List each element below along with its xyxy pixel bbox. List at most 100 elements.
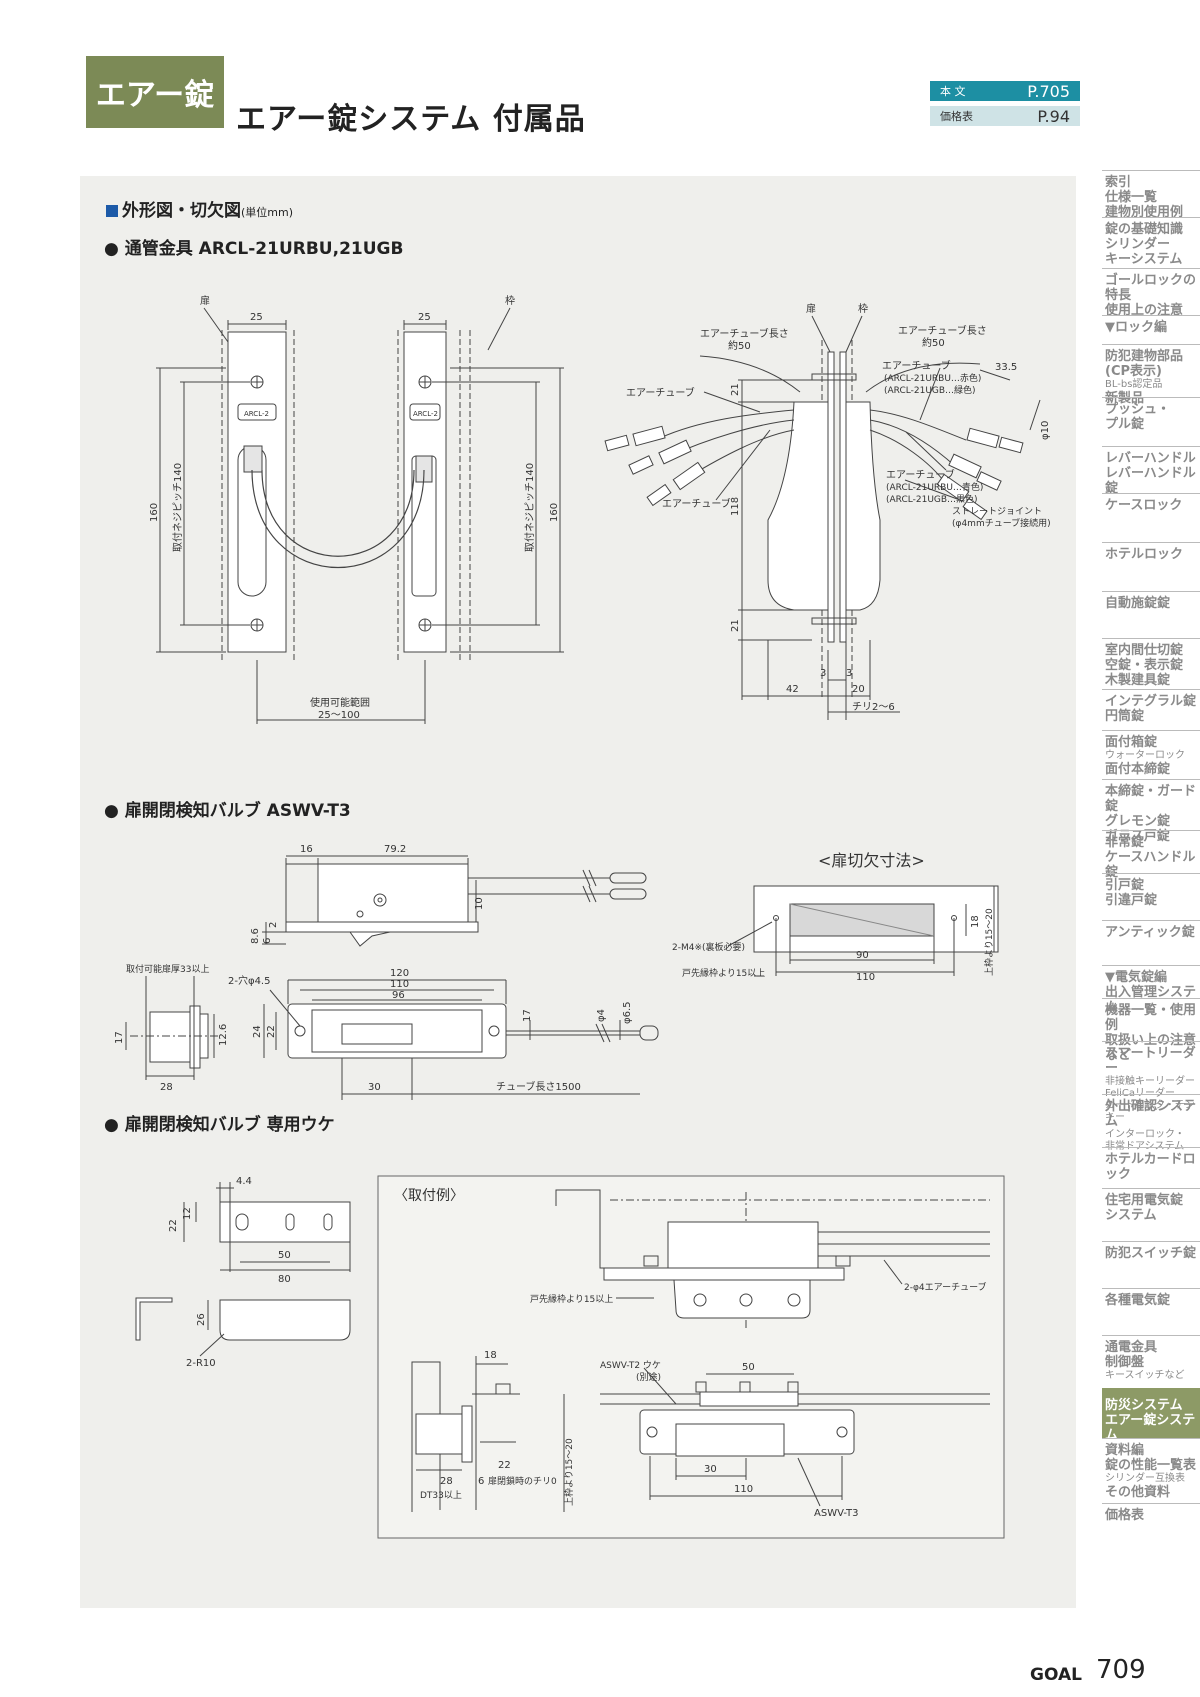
page-title: エアー錠システム 付属品 [236, 102, 586, 137]
dim-80: 80 [278, 1274, 291, 1285]
dim-21: 21 [730, 383, 741, 396]
tube-length-label: チューブ長さ1500 [496, 1080, 581, 1093]
dim-12-6: 12.6 [218, 1024, 229, 1046]
sidebar-item[interactable]: 各種電気錠 [1102, 1288, 1200, 1335]
sidebar-item-label: 非常ドアシステム [1105, 1141, 1185, 1152]
sidebar-item-label: レバーハンドル [1105, 451, 1196, 466]
sidebar-item-label: 自動施錠錠 [1105, 596, 1171, 611]
dim-28: 28 [440, 1476, 453, 1487]
sidebar-item-label: 機器一覧・使用例 [1105, 1003, 1197, 1033]
sidebar-item-label: シリンダー [1105, 237, 1171, 252]
sidebar-item[interactable]: 防災システムエアー錠システム [1102, 1388, 1200, 1443]
sidebar-item[interactable]: 資料編錠の性能一覧表シリンダー互換表その他資料 [1102, 1438, 1200, 1503]
ref-page: P.94 [1037, 106, 1070, 126]
dim-10: 10 [474, 897, 485, 910]
ref-key: 本 文 [930, 81, 1020, 101]
arcl-front-view [156, 307, 564, 724]
sidebar-item[interactable]: ケースロック [1102, 493, 1200, 542]
sidebar-item-label: ホテルロック [1105, 547, 1184, 562]
sidebar-item[interactable]: ホテルロック [1102, 542, 1200, 591]
dim-25: 25 [418, 312, 431, 323]
sidebar-item-label: その他資料 [1105, 1485, 1171, 1500]
dim-phi4: φ4 [596, 1009, 607, 1022]
mount-thickness-label: 取付可能扉厚33以上 [126, 963, 209, 975]
edge-distance-label: 戸先縁枠より15以上 [530, 1293, 613, 1305]
sidebar-item-label: 外出確認システム [1105, 1099, 1197, 1129]
dim-24: 24 [252, 1025, 263, 1038]
dim-30: 30 [704, 1464, 717, 1475]
dim-120: 120 [390, 968, 409, 979]
sidebar-item[interactable]: 非常錠ケースハンドル錠 [1102, 830, 1200, 880]
dim-33-5: 33.5 [995, 362, 1017, 373]
dim-3: 3 [846, 668, 852, 679]
cutout-title: <扉切欠寸法> [818, 851, 925, 870]
sidebar-item-label: 錠の基礎知識 [1105, 222, 1184, 237]
sidebar-item-label: システム [1105, 1208, 1157, 1223]
sidebar-item[interactable]: 通電金具制御盤キースイッチなど [1102, 1335, 1200, 1388]
edge-distance-label: 戸先縁枠より15以上 [682, 967, 765, 979]
sidebar-item[interactable]: アンティック錠 [1102, 920, 1200, 965]
sidebar-item-label: ケースロック [1105, 498, 1183, 513]
dim-110: 110 [390, 979, 409, 990]
sidebar-item[interactable]: 面付箱錠ウォーターロック面付本締錠 [1102, 730, 1200, 779]
sidebar-item[interactable]: ▼電気錠編出入管理システム [1102, 965, 1200, 1015]
sidebar-item-label: 索引 [1105, 175, 1132, 190]
sidebar-item-label: 資料編 [1105, 1443, 1145, 1458]
sidebar-item[interactable]: 機器一覧・使用例取扱い上の注意など [1102, 998, 1200, 1063]
model-plate-text: ARCL-2 [413, 410, 438, 418]
dim-110: 110 [856, 972, 875, 983]
sidebar-item-label: ゴールロックの特長 [1105, 273, 1197, 303]
sidebar-item[interactable]: ホテルカードロック [1102, 1147, 1200, 1188]
dim-26: 26 [196, 1313, 207, 1326]
ref-page: P.705 [1020, 81, 1080, 101]
dim-96: 96 [392, 990, 405, 1001]
straight-joint-label: ストレートジョイント [952, 507, 1042, 517]
ref-main-text[interactable]: 本 文 P.705 [930, 81, 1080, 101]
sidebar-item-label: 本締錠・ガード錠 [1105, 784, 1197, 814]
sidebar-item-label: 仕様一覧 [1105, 190, 1158, 205]
example-title: 〈取付例〉 [394, 1188, 464, 1204]
sidebar-item[interactable]: インテグラル錠円筒錠 [1102, 689, 1200, 730]
sidebar-item[interactable]: 錠の基礎知識シリンダーキーシステム [1102, 217, 1200, 268]
sidebar-item[interactable]: 引戸錠引違戸錠 [1102, 873, 1200, 920]
sidebar-item[interactable]: 本締錠・ガード錠グレモン錠ガラス戸錠 [1102, 779, 1200, 844]
dim-28: 28 [160, 1082, 173, 1093]
label-door: 扉 [806, 302, 816, 315]
sidebar-item-label: プッシュ・ [1105, 402, 1171, 417]
air-tube-color-black: (ARCL-21UGB…黒色) [886, 493, 978, 505]
page-number: 709 [1096, 1655, 1146, 1685]
sidebar-item-label: シリンダー互換表 [1105, 1473, 1185, 1484]
dim-17: 17 [522, 1009, 533, 1022]
m4-label: 2-M4※(裏板必要) [672, 941, 745, 953]
sidebar-item-label: 各種電気錠 [1105, 1293, 1171, 1308]
tube-label: 2-φ4エアーチューブ [904, 1281, 987, 1293]
straight-joint-sub: (φ4mmチューブ接続用) [952, 517, 1051, 529]
sidebar-item[interactable]: 室内間仕切錠空錠・表示錠木製建具錠 [1102, 638, 1200, 689]
air-tube-label: エアーチューブ [882, 359, 951, 372]
sidebar-item[interactable]: プッシュ・プル錠 [1102, 397, 1200, 446]
sidebar-item[interactable]: ▼ロック編 [1102, 315, 1200, 344]
ref-price-list[interactable]: 価格表 P.94 [930, 106, 1080, 126]
sidebar-item-label: ケースハンドル錠 [1105, 850, 1196, 880]
sidebar-item[interactable]: 自動施錠錠 [1102, 591, 1200, 638]
dim-6: 6 [478, 1476, 484, 1487]
sidebar-item[interactable]: 住宅用電気錠システム [1102, 1188, 1200, 1241]
dim-4-4: 4.4 [236, 1176, 252, 1187]
range-value: 25～100 [318, 710, 360, 721]
sidebar-item[interactable]: ゴールロックの特長使用上の注意 [1102, 268, 1200, 318]
sidebar-item[interactable]: 索引仕様一覧建物別使用例 [1102, 170, 1200, 220]
sidebar-item[interactable]: 価格表 [1102, 1503, 1200, 1550]
sidebar-item[interactable]: レバーハンドルレバーハンドル錠 [1102, 446, 1200, 496]
installation-example [411, 1189, 990, 1512]
sidebar-item[interactable]: 外出確認システムインターロック・非常ドアシステム [1102, 1094, 1200, 1152]
sidebar-item-label: 防犯建物部品 [1105, 349, 1184, 364]
sidebar-item[interactable]: 防犯建物部品(CP表示)BL-bs認定品新製品 [1102, 344, 1200, 406]
tube-length-left: エアーチューブ長さ [700, 327, 789, 340]
air-tube-label: エアーチューブ [626, 386, 695, 399]
sidebar-item-label: レバーハンドル錠 [1105, 466, 1196, 496]
sidebar-item-label: ▼ロック編 [1105, 320, 1167, 335]
sidebar-item[interactable]: 防犯スイッチ錠 [1102, 1241, 1200, 1288]
sidebar-item-label: 円筒錠 [1105, 709, 1145, 724]
dim-110: 110 [734, 1484, 753, 1495]
